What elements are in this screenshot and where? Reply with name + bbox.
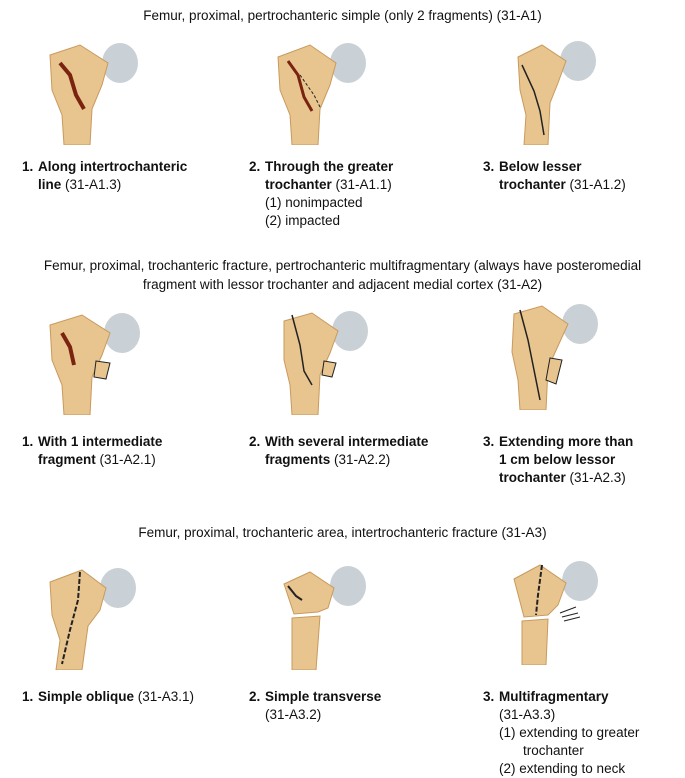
comminution-lines-icon <box>559 606 581 622</box>
distal-shaft-icon <box>291 615 321 670</box>
femur-shaft-icon <box>513 564 567 618</box>
femoral-head-icon <box>330 566 366 606</box>
caption-a3-1: 1.Simple oblique (31-A3.1) <box>22 689 195 704</box>
femoral-head-icon <box>102 43 138 83</box>
femur-shaft-icon <box>511 305 569 410</box>
femoral-head-icon <box>560 41 596 81</box>
femur-illustration-a1-1 <box>49 43 138 145</box>
fracture-line-icon <box>521 64 545 136</box>
fracture-line-icon <box>61 571 81 665</box>
intermediate-fragment-icon <box>545 357 563 385</box>
caption-a2-3: 3.Extending more than 1 cm below lessor … <box>483 434 634 485</box>
femur-shaft-icon <box>517 44 567 145</box>
distal-shaft-icon <box>521 618 549 665</box>
fracture-line-icon <box>286 60 314 112</box>
femur-illustration-a3-2 <box>283 566 366 670</box>
intermediate-fragment-icon <box>93 360 111 380</box>
caption-a3-3: 3.Multifragmentary (31-A3.3) (1) extendi… <box>483 689 640 776</box>
section-2-heading: Femur, proximal, trochanteric fracture, … <box>43 258 642 292</box>
femur-illustration-a1-2 <box>277 43 366 145</box>
femur-illustration-a1-3 <box>517 41 596 145</box>
fracture-line-icon <box>60 332 76 366</box>
femur-shaft-icon <box>277 44 337 145</box>
section-1-heading: Femur, proximal, pertrochanteric simple … <box>143 8 542 23</box>
femoral-head-icon <box>104 313 140 353</box>
caption-a1-1: 1.Along intertrochanteric line (31-A1.3) <box>22 159 188 192</box>
femur-illustration-a2-1 <box>49 313 140 415</box>
femur-shaft-icon <box>49 44 109 145</box>
fracture-line-icon <box>287 585 303 601</box>
femoral-head-icon <box>562 561 598 601</box>
caption-a3-2: 2.Simple transverse (31-A3.2) <box>249 689 382 722</box>
fracture-line-icon <box>535 564 543 616</box>
caption-a1-3: 3.Below lesser trochanter (31-A1.2) <box>483 159 626 192</box>
femoral-head-icon <box>332 311 368 351</box>
femur-illustration-a3-1 <box>49 568 136 670</box>
section-3-heading: Femur, proximal, trochanteric area, inte… <box>138 525 547 540</box>
femur-illustration-a2-2 <box>283 311 368 415</box>
intermediate-fragment-icon <box>321 360 337 378</box>
caption-a2-1: 1.With 1 intermediate fragment (31-A2.1) <box>22 434 163 467</box>
fracture-line-icon <box>519 309 541 401</box>
femur-shaft-icon <box>49 569 107 670</box>
caption-a1-2: 2.Through the greater trochanter (31-A1.… <box>249 159 394 228</box>
femur-shaft-icon <box>283 571 335 615</box>
femur-illustration-a3-3 <box>513 561 598 665</box>
femoral-head-icon <box>330 43 366 83</box>
femoral-head-icon <box>100 568 136 608</box>
fracture-line-icon <box>58 61 86 110</box>
femoral-head-icon <box>562 304 598 344</box>
femur-illustration-a2-3 <box>511 304 598 410</box>
caption-a2-2: 2.With several intermediate fragments (3… <box>249 434 429 467</box>
fracture-line-icon <box>291 314 313 386</box>
